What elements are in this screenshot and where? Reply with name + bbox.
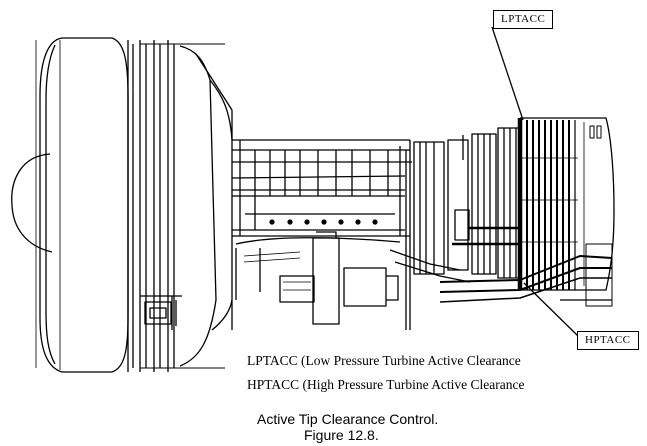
exhaust-rear-frame [580, 117, 615, 291]
lpt-clearance-manifold [452, 117, 580, 291]
hptacc-callout: HPTACC [577, 331, 639, 350]
lptacc-leader-line [491, 26, 524, 121]
lptacc-callout: LPTACC [493, 10, 554, 29]
lptacc-legend-line: LPTACC (Low Pressure Turbine Active Clea… [247, 353, 521, 368]
fan-case-rings [127, 40, 233, 372]
compressor-casing [231, 139, 412, 236]
hptacc-legend-line: HPTACC (High Pressure Turbine Active Cle… [247, 377, 525, 392]
fan-cowl [35, 37, 129, 373]
spinner-nose-cone [11, 153, 53, 253]
flange-bolt-row [269, 219, 378, 225]
accessory-gearbox [232, 140, 471, 330]
turbine-casing [413, 127, 521, 279]
hptacc-leader-line [523, 282, 579, 337]
fan-case-bracket [140, 295, 182, 330]
figure-number: Figure 12.8. [304, 427, 379, 443]
figure-title: Active Tip Clearance Control. [257, 411, 439, 427]
hpt-clearance-piping [439, 243, 613, 307]
